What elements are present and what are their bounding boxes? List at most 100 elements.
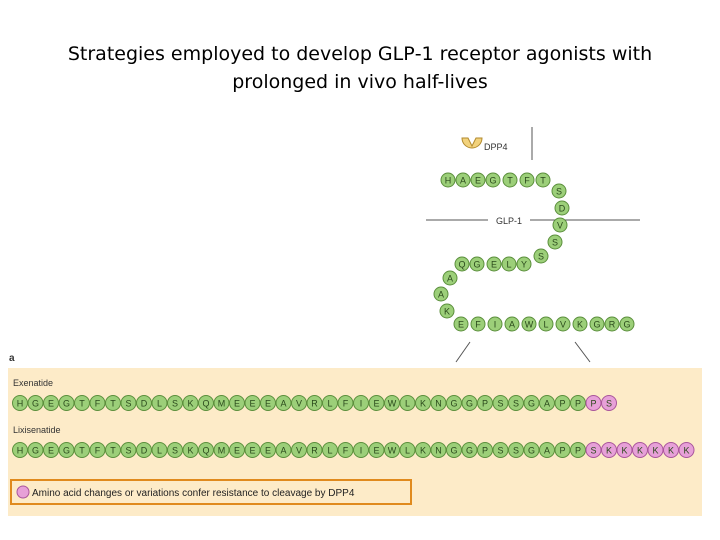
lixisenatide-residue: D	[136, 442, 152, 458]
lixisenatide-residue: K	[632, 442, 648, 458]
lixisenatide-residue: A	[539, 442, 555, 458]
residue-circle	[604, 316, 620, 332]
lixisenatide-residue: W	[384, 442, 400, 458]
glp1-residue: F	[470, 316, 486, 332]
legend-text: Amino acid changes or variations confer …	[32, 488, 355, 499]
residue-letter: P	[482, 446, 488, 456]
residue-letter: I	[360, 446, 363, 456]
exenatide-residue: P	[477, 395, 493, 411]
residue-circle	[504, 316, 520, 332]
residue-letter: L	[327, 446, 332, 456]
lixisenatide-residue: K	[663, 442, 679, 458]
residue-letter: N	[435, 399, 442, 409]
residue-circle	[538, 316, 554, 332]
residue-letter: W	[388, 446, 397, 456]
residue-letter: L	[506, 260, 511, 270]
lixisenatide-residue: K	[182, 442, 199, 458]
exenatide-residue: E	[368, 395, 385, 411]
residue-circle	[442, 270, 458, 286]
residue-letter: L	[543, 320, 548, 330]
residue-letter: P	[575, 399, 581, 409]
glp1-residue: T	[535, 172, 551, 188]
residue-letter: G	[466, 446, 473, 456]
residue-circle	[487, 316, 503, 332]
residue-letter: V	[296, 446, 302, 456]
residue-letter: T	[110, 399, 116, 409]
exenatide-residue: A	[539, 395, 555, 411]
exenatide-residue: F	[337, 395, 354, 411]
residue-letter: F	[524, 176, 530, 186]
residue-letter: G	[63, 446, 70, 456]
glp1-residue: K	[439, 303, 455, 319]
residue-letter: H	[17, 446, 24, 456]
residue-letter: S	[606, 399, 612, 409]
exenatide-residue: G	[27, 395, 44, 411]
lixisenatide-residue: M	[213, 442, 230, 458]
residue-letter: K	[621, 446, 627, 456]
residue-letter: A	[544, 446, 550, 456]
residue-letter: E	[234, 399, 240, 409]
residue-letter: G	[63, 399, 70, 409]
residue-letter: I	[494, 320, 497, 330]
residue-circle	[601, 395, 617, 411]
exenatide-residue: G	[58, 395, 75, 411]
slide-title: Strategies employed to develop GLP‑1 rec…	[20, 40, 700, 96]
residue-letter: E	[48, 399, 54, 409]
exenatide-residue: L	[151, 395, 168, 411]
residue-letter: S	[125, 399, 131, 409]
glp1-residue: S	[547, 234, 563, 250]
residue-letter: V	[557, 221, 563, 231]
residue-letter: E	[373, 399, 379, 409]
residue-circle	[469, 256, 485, 272]
lixisenatide-residue: K	[616, 442, 633, 458]
residue-letter: G	[473, 260, 480, 270]
residue-circle	[470, 316, 486, 332]
glp1-residue: T	[502, 172, 518, 188]
residue-circle	[554, 200, 570, 216]
residue-letter: K	[444, 307, 450, 317]
residue-letter: Q	[202, 446, 209, 456]
residue-circle	[572, 316, 588, 332]
dpp4-enzyme-icon	[461, 137, 483, 149]
lixisenatide-residue: N	[430, 442, 447, 458]
lixisenatide-residue: K	[647, 442, 664, 458]
residue-circle	[535, 172, 551, 188]
residue-letter: G	[32, 399, 39, 409]
residue-letter: A	[280, 399, 286, 409]
residue-letter: K	[668, 446, 674, 456]
exenatide-residue: G	[446, 395, 462, 411]
lixisenatide-residue: E	[260, 442, 276, 458]
title-line-2: prolonged in vivo half-lives	[232, 71, 488, 93]
glp1-residue: D	[554, 200, 570, 216]
exenatide-residue: R	[306, 395, 323, 411]
residue-letter: K	[606, 446, 612, 456]
residue-letter: V	[296, 399, 302, 409]
lixisenatide-residue: G	[446, 442, 462, 458]
lixisenatide-residue: G	[27, 442, 44, 458]
lixisenatide-residue: P	[554, 442, 571, 458]
glp1-label: GLP-1	[496, 216, 522, 226]
residue-letter: T	[507, 176, 513, 186]
residue-circle	[440, 172, 456, 188]
lixisenatide-residue: L	[399, 442, 416, 458]
residue-letter: E	[458, 320, 464, 330]
exenatide-residue: S	[601, 395, 617, 411]
pointer-line-right	[574, 341, 591, 363]
residue-letter: K	[187, 399, 193, 409]
residue-letter: E	[475, 176, 481, 186]
residue-letter: K	[652, 446, 658, 456]
residue-letter: E	[48, 446, 54, 456]
glp1-residue: F	[519, 172, 535, 188]
exenatide-residue: P	[585, 395, 602, 411]
residue-letter: P	[590, 399, 596, 409]
title-line-1: Strategies employed to develop GLP‑1 rec…	[67, 43, 653, 65]
lixisenatide-residue: I	[353, 442, 369, 458]
residue-letter: V	[560, 320, 566, 330]
lixisenatide-residue: Q	[198, 442, 214, 458]
residue-circle	[678, 442, 695, 458]
residue-letter: A	[438, 290, 444, 300]
glp1-residue: W	[521, 316, 537, 332]
residue-letter: Q	[458, 260, 465, 270]
residue-circle	[516, 256, 532, 272]
